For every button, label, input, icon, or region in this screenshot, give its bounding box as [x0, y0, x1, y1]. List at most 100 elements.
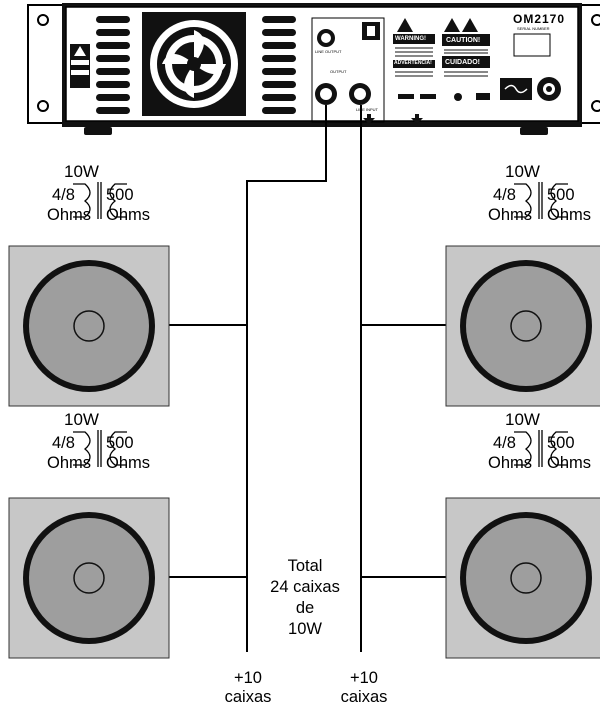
- sticker-stripe: [71, 60, 89, 65]
- vent-slot: [262, 16, 296, 23]
- speaker-dust-cap: [510, 562, 542, 594]
- speaker-bottom-right: [445, 497, 600, 659]
- rack-hole-icon: [591, 100, 600, 112]
- cuidado-badge: [442, 56, 490, 68]
- speaker-top-right: [445, 245, 600, 407]
- vent-slot: [262, 94, 296, 101]
- warning-triangle-icon: [74, 78, 86, 88]
- secondary-coil: [550, 431, 568, 466]
- primary-impedance-value: 4/8: [493, 186, 516, 204]
- primary-impedance-unit: Ohms: [488, 206, 533, 224]
- feed-left: +10 caixas: [203, 669, 293, 707]
- rack-hole-icon: [37, 14, 49, 26]
- feed-right-label: caixas: [340, 688, 388, 706]
- serial-number-label: SERIAL NUMBER: [517, 26, 550, 31]
- secondary-impedance-value: 500: [547, 434, 575, 452]
- primary-impedance-unit: Ohms: [47, 206, 92, 224]
- output-label: OUTPUT: [330, 69, 347, 74]
- vent-slot: [262, 55, 296, 62]
- caution-label: CAUTION!: [446, 37, 481, 44]
- primary-impedance-unit: Ohms: [488, 454, 533, 472]
- speaker-power-label: 10W: [505, 162, 540, 181]
- warning-triangle-icon: [397, 18, 413, 32]
- feed-left-count: +10: [234, 669, 262, 687]
- transformer-symbol: [73, 182, 127, 219]
- warning-triangle-icon: [74, 46, 86, 56]
- amplifier-model: OM2170: [513, 12, 566, 26]
- feed-right: +10 caixas: [319, 669, 409, 707]
- total-line-2: 24 caixas: [270, 578, 340, 596]
- vent-slot: [262, 107, 296, 114]
- total-line-1: Total: [287, 557, 323, 575]
- advertencia-badge: [393, 60, 435, 68]
- speaker-top-left: [8, 245, 170, 407]
- speaker-power-label: 10W: [64, 162, 99, 181]
- amplifier-rear-panel: [27, 3, 600, 135]
- total-line-4: 10W: [288, 620, 322, 638]
- vent-slot: [262, 81, 296, 88]
- secondary-coil: [109, 183, 127, 218]
- vent-right: [262, 16, 296, 114]
- secondary-impedance-unit: Ohms: [106, 206, 151, 224]
- primary-impedance-unit: Ohms: [47, 454, 92, 472]
- vent-slot: [262, 42, 296, 49]
- vent-slot: [96, 68, 130, 75]
- speakers-layer: [8, 182, 600, 659]
- speaker-dust-cap: [510, 310, 542, 342]
- primary-impedance-value: 4/8: [52, 434, 75, 452]
- rack-hole-icon: [37, 100, 49, 112]
- primary-impedance-value: 4/8: [52, 186, 75, 204]
- total-line-3: de: [295, 599, 315, 617]
- rack-hole-icon: [591, 14, 600, 26]
- transformer-symbol: [514, 182, 568, 219]
- sticker-stripe: [71, 70, 89, 75]
- line-output-label: LINE OUTPUT: [315, 49, 342, 54]
- feed-right-count: +10: [350, 669, 378, 687]
- secondary-coil: [109, 431, 127, 466]
- arrow-down-icon: [363, 114, 375, 124]
- vent-slot: [262, 68, 296, 75]
- serial-number-box: [513, 33, 551, 57]
- line-input-label: LINE INPUT: [356, 107, 379, 112]
- rubber-foot: [520, 127, 548, 135]
- secondary-impedance-value: 500: [106, 434, 134, 452]
- vent-slot: [96, 94, 130, 101]
- transformer-symbol: [514, 430, 568, 467]
- vent-left: [96, 16, 130, 114]
- connector-block: [311, 17, 385, 123]
- primary-coil: [514, 431, 532, 466]
- total-annotation: Total 24 caixas de 10W: [250, 556, 360, 640]
- speaker-wiring: [169, 105, 446, 652]
- switch-row: [398, 93, 490, 101]
- speaker-power-label: 10W: [64, 410, 99, 429]
- vent-slot: [96, 81, 130, 88]
- vent-slot: [96, 55, 130, 62]
- vent-slot: [96, 16, 130, 23]
- vent-slot: [96, 42, 130, 49]
- speaker-dust-cap: [73, 562, 105, 594]
- arrow-down-icon: [411, 114, 423, 124]
- caution-triangle-icon: [444, 18, 460, 32]
- primary-impedance-value: 4/8: [493, 434, 516, 452]
- primary-coil: [514, 183, 532, 218]
- secondary-impedance-unit: Ohms: [106, 454, 151, 472]
- speaker-bottom-left: [8, 497, 170, 659]
- advertencia-label: ADVERTÊNCIA!: [394, 60, 432, 66]
- secondary-impedance-unit: Ohms: [547, 454, 592, 472]
- vent-slot: [96, 29, 130, 36]
- primary-coil: [73, 183, 91, 218]
- shock-triangle-icon: [462, 18, 478, 32]
- vent-slot: [262, 29, 296, 36]
- warning-label: WARNING!: [395, 36, 426, 42]
- fan-icon: [142, 12, 246, 116]
- speaker-power-label: 10W: [505, 410, 540, 429]
- speaker-dust-cap: [73, 310, 105, 342]
- cuidado-label: CUIDADO!: [445, 59, 480, 66]
- caution-badge: [442, 34, 490, 46]
- fine-print: [395, 47, 488, 77]
- transformer-symbol: [73, 430, 127, 467]
- secondary-impedance-value: 500: [547, 186, 575, 204]
- secondary-impedance-value: 500: [106, 186, 134, 204]
